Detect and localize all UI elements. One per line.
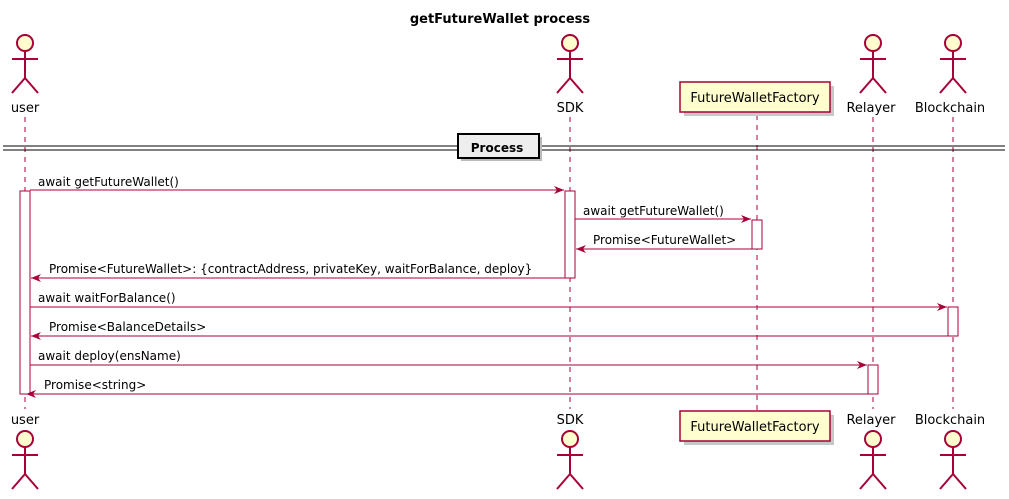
message-label: await deploy(ensName) bbox=[38, 349, 181, 363]
arrowhead-icon bbox=[937, 303, 947, 311]
activation-future-wallet-factory bbox=[751, 219, 763, 250]
participant-label-relayer: Relayer bbox=[846, 413, 896, 428]
message-label: Promise<BalanceDetails> bbox=[49, 320, 206, 334]
participant-label-user: user bbox=[11, 413, 40, 428]
actor-body-icon bbox=[11, 447, 39, 490]
activations bbox=[19, 190, 959, 395]
message-3: Promise<FutureWallet> bbox=[576, 233, 752, 253]
message-6: Promise<BalanceDetails> bbox=[31, 320, 948, 340]
activation-sdk bbox=[564, 190, 576, 279]
activation-blockchain bbox=[947, 306, 959, 337]
actor-head-icon bbox=[864, 430, 882, 448]
message-8: Promise<string> bbox=[26, 378, 868, 398]
message-5: await waitForBalance() bbox=[30, 291, 947, 311]
divider-box bbox=[457, 133, 540, 159]
actor-head-icon bbox=[16, 34, 34, 52]
participant-label-blockchain: Blockchain bbox=[915, 101, 985, 116]
participant-label-blockchain: Blockchain bbox=[915, 413, 985, 428]
message-label: await getFutureWallet() bbox=[38, 175, 179, 189]
actor-body-icon bbox=[11, 51, 39, 94]
message-4: Promise<FutureWallet>: {contractAddress,… bbox=[31, 262, 565, 282]
actor-head-icon bbox=[561, 430, 579, 448]
participant-future-wallet-factory-bottom: FutureWalletFactory bbox=[679, 410, 834, 445]
actor-head-icon bbox=[944, 430, 962, 448]
arrowhead-icon bbox=[26, 390, 36, 398]
message-label: await getFutureWallet() bbox=[583, 204, 724, 218]
actor-blockchain-top: Blockchain bbox=[915, 34, 985, 116]
actor-body-icon bbox=[939, 51, 967, 94]
message-label: Promise<FutureWallet> bbox=[593, 233, 736, 247]
diagram-title: getFutureWallet process bbox=[410, 12, 591, 27]
actor-head-icon bbox=[944, 34, 962, 52]
actor-head-icon bbox=[864, 34, 882, 52]
message-1: await getFutureWallet() bbox=[30, 175, 564, 194]
participant-label-future-wallet-factory: FutureWalletFactory bbox=[690, 91, 820, 106]
message-2: await getFutureWallet() bbox=[575, 204, 751, 223]
participants-bottom: user SDK FutureWalletFactory Relayer Blo… bbox=[11, 410, 985, 490]
participant-label-future-wallet-factory: FutureWalletFactory bbox=[690, 420, 820, 435]
actor-user-top: user bbox=[11, 34, 40, 116]
actor-body-icon bbox=[556, 51, 584, 94]
actor-relayer-top: Relayer bbox=[846, 34, 896, 116]
actor-user-bottom: user bbox=[11, 413, 40, 490]
actor-blockchain-bottom: Blockchain bbox=[915, 413, 985, 490]
arrowhead-icon bbox=[576, 245, 586, 253]
participant-label-relayer: Relayer bbox=[846, 101, 896, 116]
participants-top: user SDK FutureWalletFactory Relayer Blo… bbox=[11, 34, 985, 116]
arrowhead-icon bbox=[31, 274, 41, 282]
divider-process: Process bbox=[3, 133, 1005, 161]
message-label: Promise<string> bbox=[44, 378, 146, 392]
message-label: Promise<FutureWallet>: {contractAddress,… bbox=[49, 262, 532, 276]
actor-sdk-bottom: SDK bbox=[556, 413, 584, 490]
actor-sdk-top: SDK bbox=[556, 34, 584, 116]
arrowhead-icon bbox=[857, 361, 867, 369]
actor-body-icon bbox=[859, 447, 887, 490]
actor-head-icon bbox=[561, 34, 579, 52]
participant-future-wallet-factory-top: FutureWalletFactory bbox=[679, 81, 834, 116]
participant-label-user: user bbox=[11, 101, 40, 116]
participant-label-sdk: SDK bbox=[557, 413, 584, 428]
participant-label-sdk: SDK bbox=[557, 101, 584, 116]
arrowhead-icon bbox=[741, 215, 751, 223]
message-7: await deploy(ensName) bbox=[30, 349, 867, 369]
actor-body-icon bbox=[939, 447, 967, 490]
actor-relayer-bottom: Relayer bbox=[846, 413, 896, 490]
messages: await getFutureWallet() await getFutureW… bbox=[26, 175, 948, 398]
actor-body-icon bbox=[556, 447, 584, 490]
participant-box bbox=[679, 81, 831, 113]
arrowhead-icon bbox=[31, 332, 41, 340]
participant-box bbox=[679, 410, 831, 442]
actor-body-icon bbox=[859, 51, 887, 94]
arrowhead-icon bbox=[554, 186, 564, 194]
divider-label: Process bbox=[471, 141, 524, 155]
activation-relayer bbox=[867, 364, 879, 395]
actor-head-icon bbox=[16, 430, 34, 448]
activation-user bbox=[19, 190, 31, 395]
message-label: await waitForBalance() bbox=[38, 291, 176, 305]
